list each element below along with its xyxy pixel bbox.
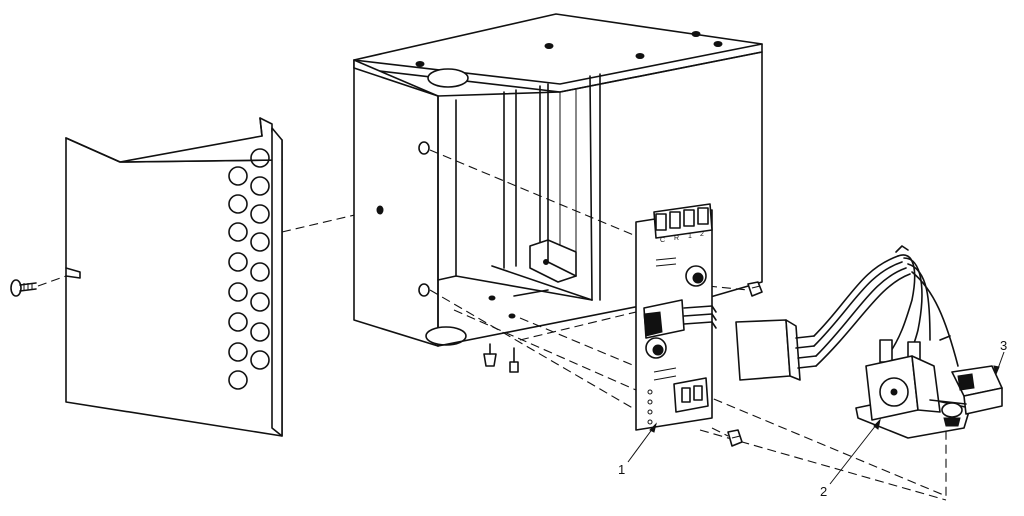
floor-screws	[484, 344, 518, 372]
callout-1: 1	[618, 424, 656, 477]
alignment-line-board-rear	[520, 312, 636, 340]
board-marking-r: R	[674, 235, 679, 242]
alignment-line-bottom	[430, 290, 636, 410]
cover-alignment-line	[282, 210, 376, 232]
transformer-assembly	[856, 356, 970, 438]
ventilation-holes	[229, 149, 269, 389]
board-marking-c: C	[660, 237, 665, 244]
front-cover-panel	[66, 118, 282, 436]
alignment-line-lower	[454, 310, 636, 390]
board-marking-1: 1	[688, 233, 692, 240]
cover-screw-leader	[38, 276, 66, 286]
alignment-line-top	[430, 150, 636, 236]
wire-harness-plug	[736, 320, 816, 380]
enclosure-box	[354, 14, 762, 346]
board-marking-2: 2	[700, 231, 704, 238]
alignment-line-long	[520, 318, 946, 496]
callout-label-3: 3	[1000, 338, 1007, 353]
board-screw-upper	[748, 282, 762, 296]
terminal-block	[930, 366, 1002, 414]
board-screw-lower	[712, 428, 742, 446]
callout-label-1: 1	[618, 462, 625, 477]
callout-label-2: 2	[820, 484, 827, 499]
callout-3: 3	[994, 338, 1007, 374]
alignment-line-screw	[708, 286, 748, 290]
circuit-board: C R 1 2	[636, 204, 716, 430]
wire-harness	[814, 246, 958, 366]
cover-screw	[11, 280, 36, 296]
callout-2: 2	[820, 420, 880, 499]
